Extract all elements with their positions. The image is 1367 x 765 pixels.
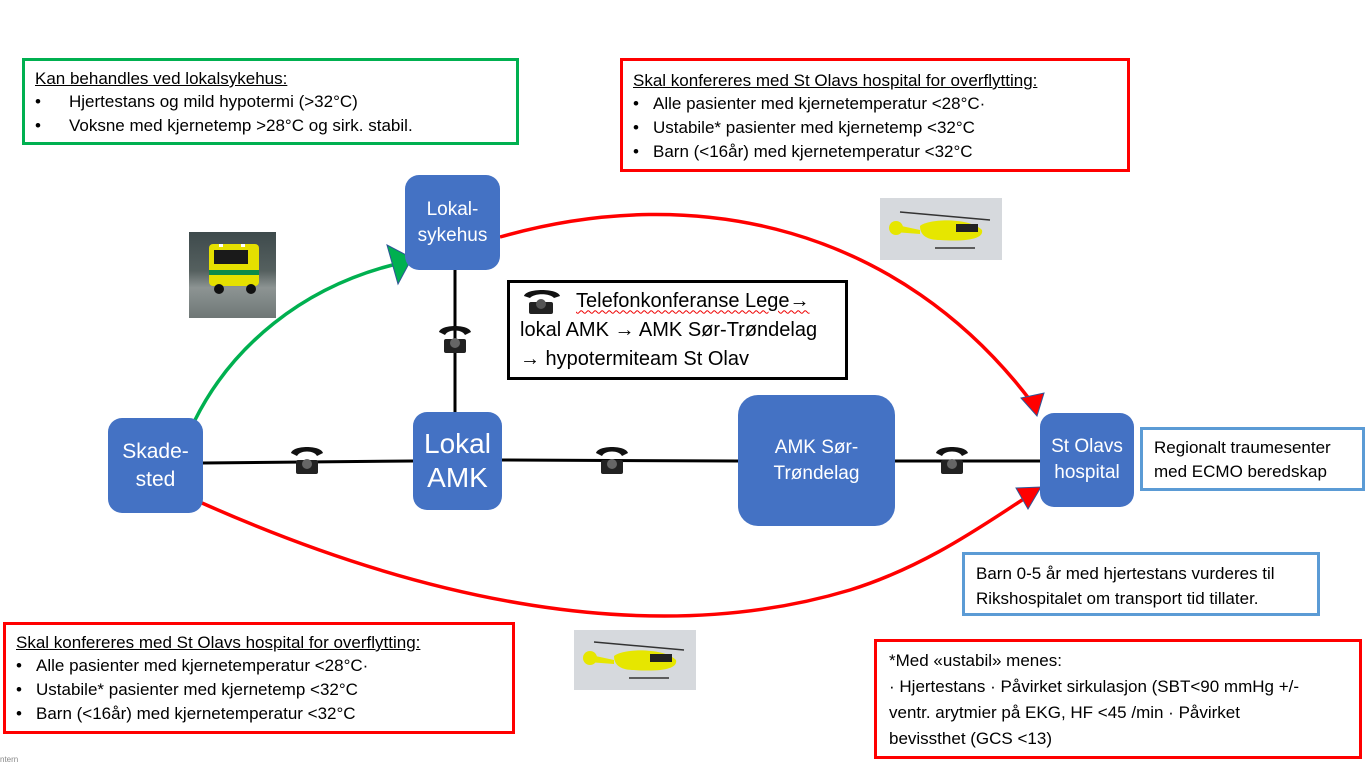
red-route-lower (201, 493, 1031, 618)
helicopter-photo-bottom (574, 630, 696, 690)
footer-fragment: ntern (0, 755, 19, 764)
list-item: •Alle pasienter med kjernetemperatur <28… (16, 656, 369, 675)
list-item: •Alle pasienter med kjernetemperatur <28… (633, 94, 986, 113)
red-arrowhead-lower (1015, 486, 1042, 510)
trauma-center-box: Regionalt traumesenter med ECMO beredska… (1140, 427, 1365, 491)
phone-conference-line-1: Telefonkonferanse Lege→ (576, 289, 810, 312)
telephone-icon (936, 447, 968, 474)
list-item: •Voksne med kjernetemp >28°C og sirk. st… (35, 116, 413, 135)
transfer-criteria-box-top: Skal konfereres med St Olavs hospital fo… (620, 58, 1130, 172)
red-arrowhead-upper (1020, 392, 1045, 417)
node-lokalsykehus: Lokal- sykehus (405, 175, 500, 270)
ambulance-photo (189, 232, 276, 318)
local-hospital-criteria-box: Kan behandles ved lokalsykehus: •Hjertes… (22, 58, 519, 145)
list-item: •Hjertestans og mild hypotermi (>32°C) (35, 92, 358, 111)
green-route-arrow (193, 260, 406, 421)
transfer-criteria-box-bottom: Skal konfereres med St Olavs hospital fo… (3, 622, 515, 734)
local-hospital-criteria-title: Kan behandles ved lokalsykehus: (35, 69, 288, 88)
list-item: •Barn (<16år) med kjernetemperatur <32°C (16, 704, 356, 723)
telephone-icon (596, 447, 628, 474)
phone-conference-line-3: → hypotermiteam St Olav (520, 348, 749, 370)
telephone-icon (291, 447, 323, 474)
list-item: •Ustabile* pasienter med kjernetemp <32°… (16, 680, 358, 699)
telephone-icon (524, 290, 560, 314)
node-st-olavs-hospital: St Olavs hospital (1040, 413, 1134, 507)
node-amk-sor-trondelag: AMK Sør- Trøndelag (738, 395, 895, 526)
helicopter-photo-top (880, 198, 1002, 260)
node-lokal-amk: Lokal AMK (413, 412, 502, 510)
children-rikshospitalet-box: Barn 0-5 år med hjertestans vurderes til… (962, 552, 1320, 616)
transfer-criteria-title: Skal konfereres med St Olavs hospital fo… (633, 71, 1038, 90)
red-route-upper (499, 212, 1032, 402)
unstable-definition-box: *Med «ustabil» menes: · Hjertestans · På… (874, 639, 1362, 759)
phone-conference-line-2: lokal AMK → AMK Sør-Trøndelag (520, 319, 818, 341)
telephone-icon (439, 326, 471, 353)
list-item: •Barn (<16år) med kjernetemperatur <32°C (633, 142, 973, 161)
list-item: •Ustabile* pasienter med kjernetemp <32°… (633, 118, 975, 137)
node-skadested: Skade- sted (108, 418, 203, 513)
phone-conference-box: Telefonkonferanse Lege→ lokal AMK → AMK … (507, 280, 848, 380)
transfer-criteria-title: Skal konfereres med St Olavs hospital fo… (16, 633, 421, 652)
